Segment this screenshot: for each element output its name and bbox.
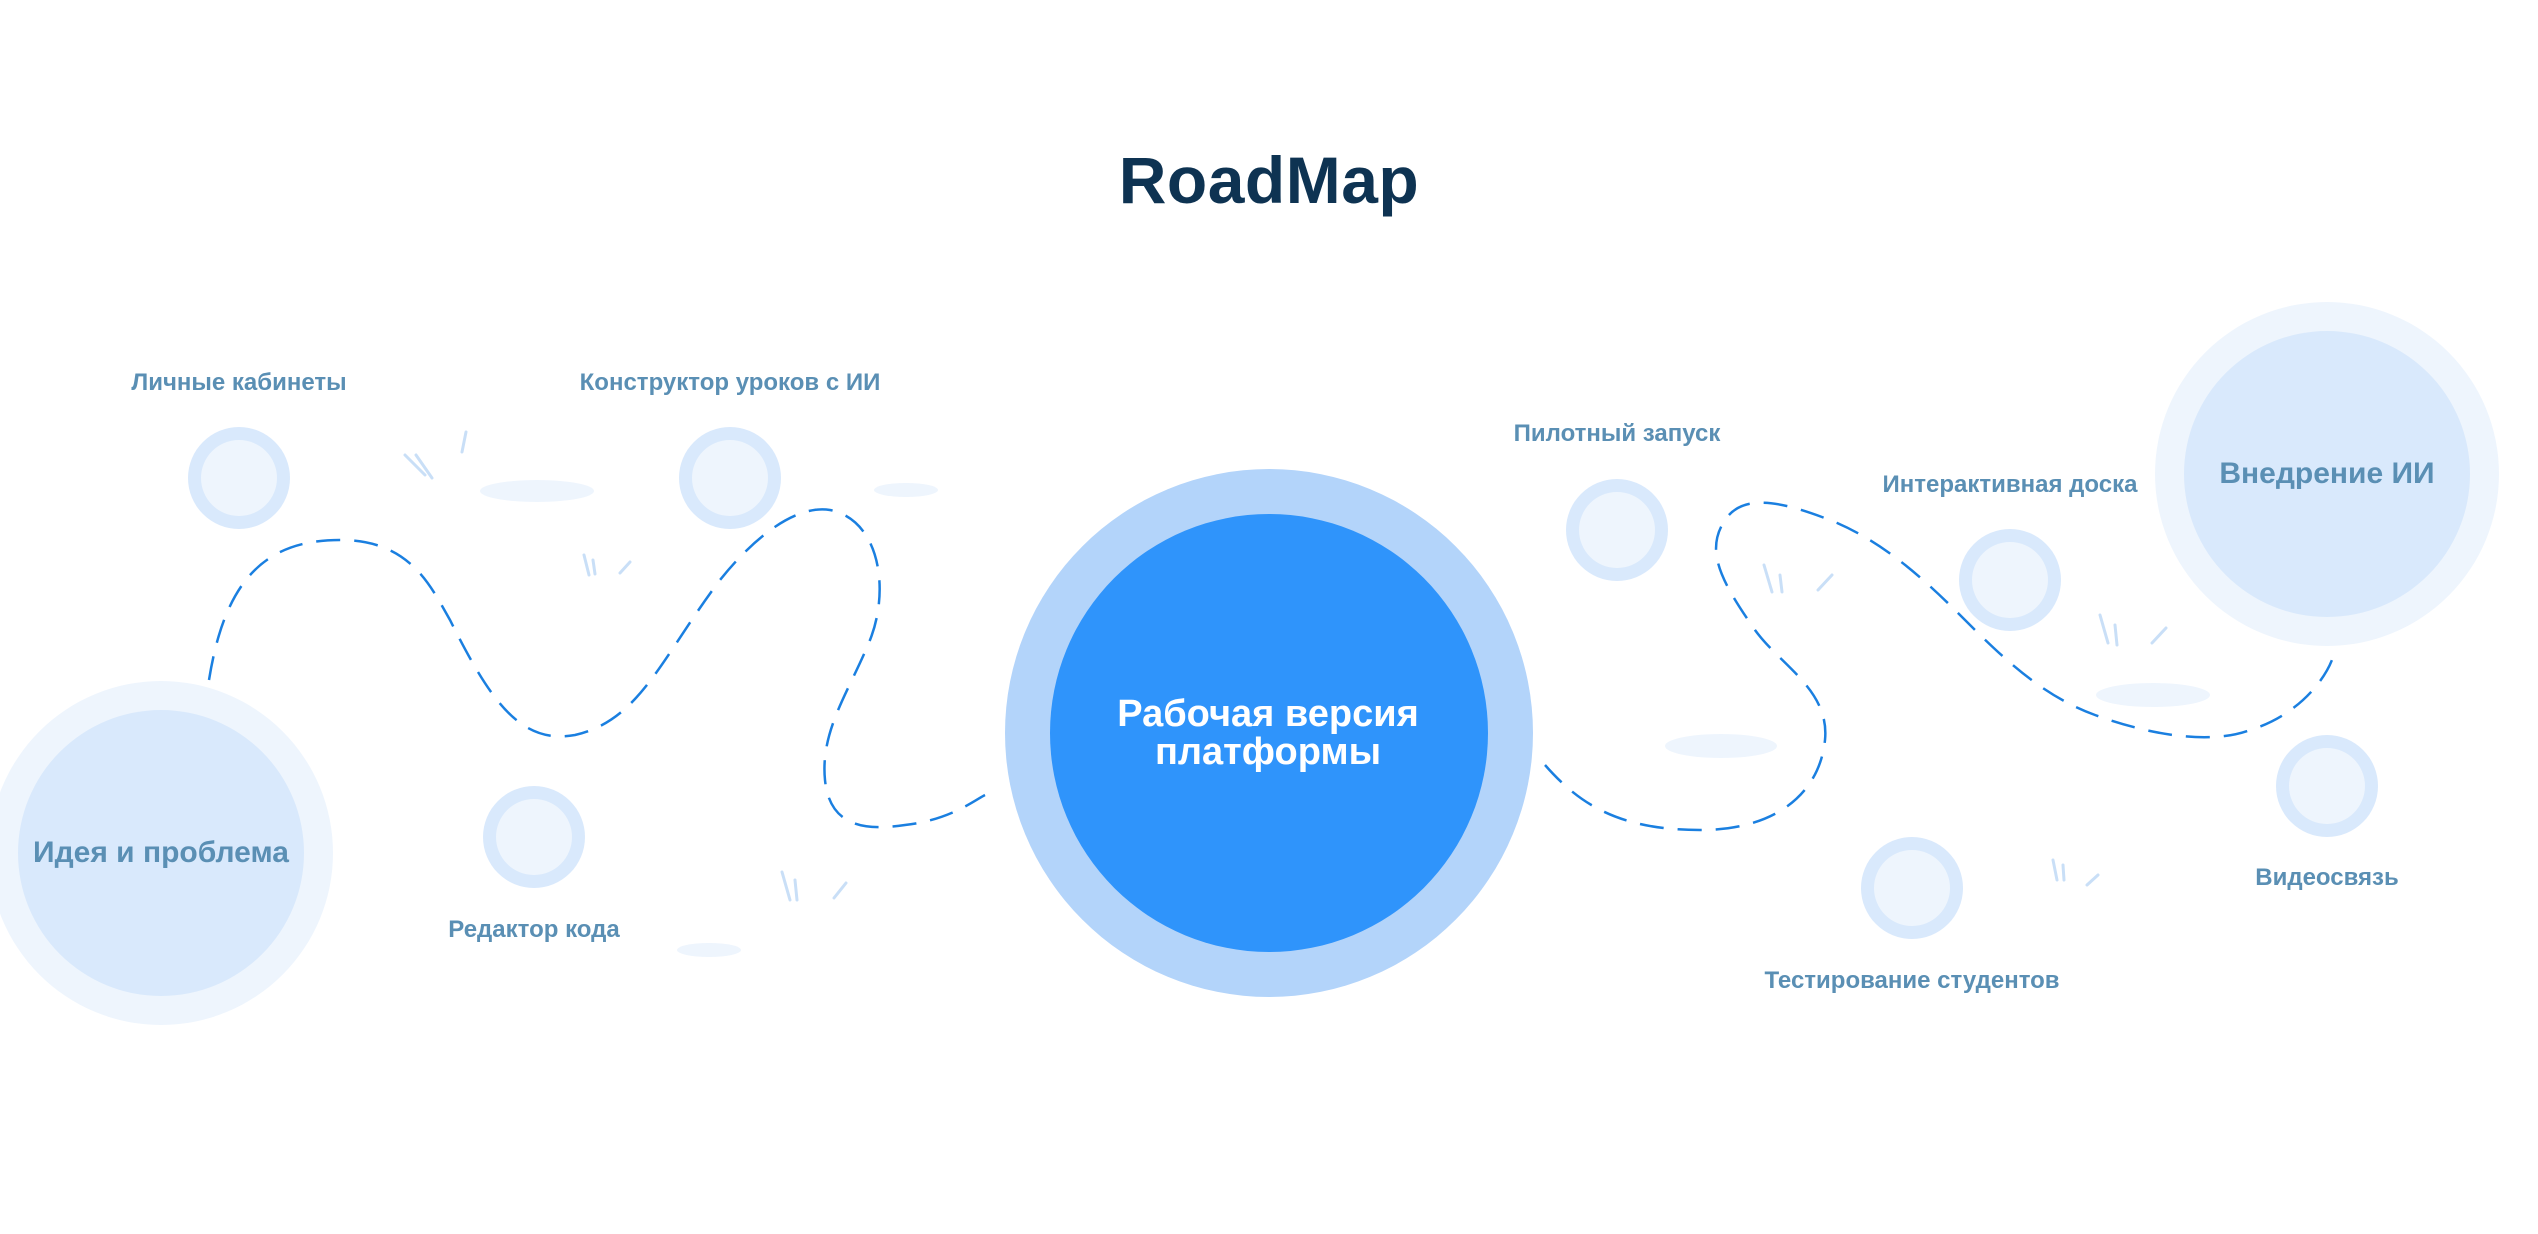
decor-ellipse [874, 483, 938, 497]
decor-ellipse [1665, 734, 1777, 758]
circle-node-icon [2276, 735, 2378, 837]
grass-tuft-icon [780, 870, 848, 902]
roadmap-path-right [1544, 501, 2337, 832]
step-label-code-editor: Редактор кода [448, 916, 620, 943]
grass-tuft-icon [2098, 613, 2168, 647]
step-label-video-call: Видеосвязь [2255, 864, 2399, 891]
step-label-interactive-board: Интерактивная доска [1882, 471, 2138, 498]
circle-node-icon [188, 427, 290, 529]
circle-node-icon [679, 427, 781, 529]
milestone-start-label: Идея и проблема [33, 836, 289, 869]
circle-node-icon [1959, 529, 2061, 631]
circle-node-icon [1861, 837, 1963, 939]
decor-ellipse [480, 480, 594, 502]
step-label-student-testing: Тестирование студентов [1764, 967, 2060, 994]
milestone-end [2184, 331, 2470, 617]
step-label-personal-accounts: Личные кабинеты [131, 369, 347, 396]
step-label-pilot-launch: Пилотный запуск [1513, 420, 1721, 447]
milestone-center-label-line2: платформы [1154, 731, 1382, 773]
grass-tuft-icon [2051, 858, 2100, 887]
roadmap-path-left [207, 508, 986, 829]
page-title: RoadMap [1118, 143, 1420, 217]
decor-ellipse [677, 943, 741, 957]
milestone-center-label: Рабочая версия платформы [1058, 695, 1478, 771]
step-label-lesson-builder: Конструктор уроков с ИИ [579, 369, 881, 396]
milestone-end-label: Внедрение ИИ [2219, 457, 2435, 490]
grass-tuft-icon [582, 553, 632, 577]
milestone-center-label-line1: Рабочая версия [1117, 693, 1419, 735]
milestone-center [1050, 514, 1488, 952]
grass-tuft-icon [1762, 563, 1834, 594]
circle-node-icon [1566, 479, 1668, 581]
decor-ellipse [2096, 683, 2210, 707]
circle-node-icon [483, 786, 585, 888]
grass-tuft-icon [403, 430, 468, 480]
milestone-start [18, 710, 304, 996]
